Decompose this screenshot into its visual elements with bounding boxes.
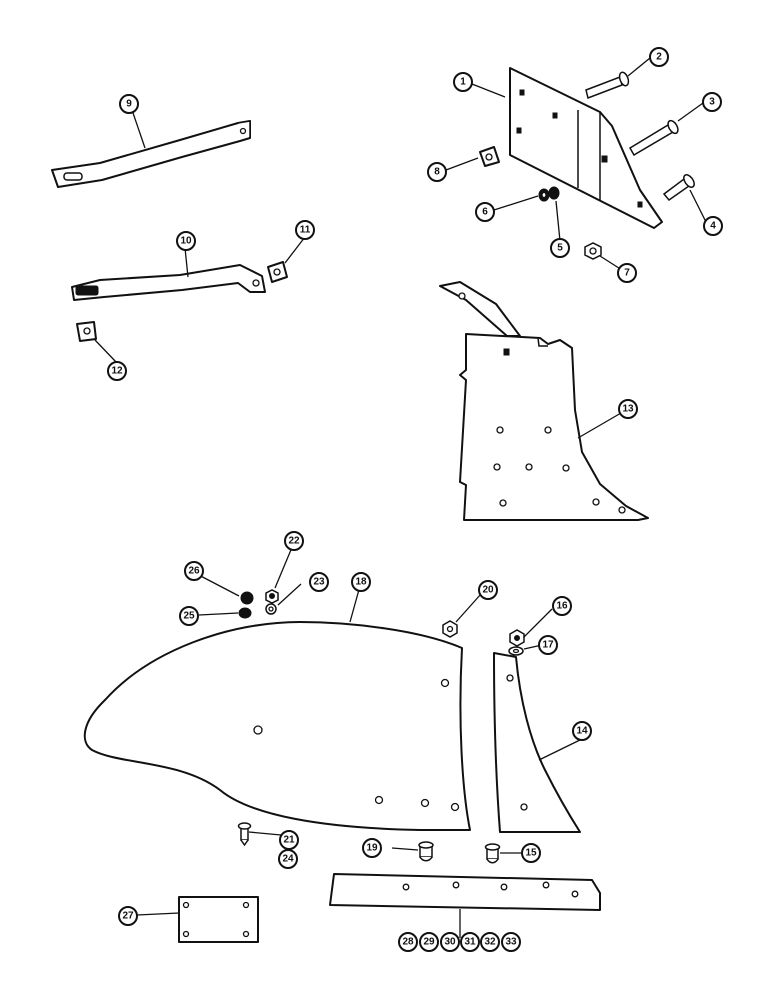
svg-text:18: 18	[355, 577, 367, 588]
svg-text:9: 9	[126, 99, 132, 110]
callout-27: 27	[118, 906, 138, 926]
part-17-washer	[508, 646, 524, 656]
part-21-bolt	[237, 822, 252, 847]
part-7-hex-nut	[584, 242, 602, 260]
callout-16: 16	[552, 596, 572, 616]
svg-text:23: 23	[313, 577, 325, 588]
part-2-bolt	[585, 71, 630, 100]
callout-3: 3	[702, 92, 722, 112]
svg-text:2: 2	[656, 52, 662, 63]
part-18-moldboard	[83, 621, 471, 831]
part-22-nut	[265, 589, 279, 604]
svg-text:3: 3	[709, 97, 715, 108]
part-23-washer	[265, 603, 277, 615]
svg-text:25: 25	[183, 611, 195, 622]
part-3-bolt	[628, 119, 679, 157]
part-1-plate	[509, 67, 663, 229]
svg-text:24: 24	[282, 854, 294, 865]
callout-32: 32	[480, 932, 500, 952]
svg-text:14: 14	[576, 726, 588, 737]
callout-30: 30	[440, 932, 460, 952]
callout-15: 15	[521, 843, 541, 863]
svg-text:8: 8	[434, 167, 440, 178]
svg-text:4: 4	[710, 221, 716, 232]
callout-24: 24	[278, 849, 298, 869]
callout-25: 25	[179, 606, 199, 626]
svg-text:32: 32	[484, 937, 496, 948]
callout-8: 8	[427, 162, 447, 182]
svg-text:29: 29	[423, 937, 435, 948]
svg-text:28: 28	[402, 937, 414, 948]
svg-text:12: 12	[111, 366, 123, 377]
svg-text:10: 10	[180, 236, 192, 247]
callout-4: 4	[703, 216, 723, 236]
callout-13: 13	[618, 399, 638, 419]
callout-12: 12	[107, 361, 127, 381]
callout-10: 10	[176, 231, 196, 251]
part-13-frog	[439, 281, 649, 521]
part-19-bolt	[418, 841, 434, 862]
svg-text:30: 30	[444, 937, 456, 948]
part-25-lock-washer	[238, 607, 252, 619]
part-8-square-nut	[479, 146, 500, 167]
part-4-bolt	[662, 174, 695, 202]
svg-text:6: 6	[482, 207, 488, 218]
callout-31: 31	[460, 932, 480, 952]
callout-19: 19	[362, 838, 382, 858]
part-26-nut	[240, 591, 254, 605]
part-16-nut	[509, 629, 525, 647]
part-6-lock-washer	[538, 188, 550, 202]
svg-text:21: 21	[283, 835, 295, 846]
part-12-square-nut	[76, 321, 97, 342]
part-11-square-nut	[267, 261, 288, 283]
callout-18: 18	[351, 572, 371, 592]
callout-29: 29	[419, 932, 439, 952]
callout-23: 23	[309, 572, 329, 592]
svg-text:16: 16	[556, 601, 568, 612]
part-28-33-share	[329, 873, 601, 911]
callout-1: 1	[453, 72, 473, 92]
svg-text:1: 1	[460, 77, 466, 88]
part-20-nut	[442, 620, 458, 638]
callout-6: 6	[475, 202, 495, 222]
callout-28: 28	[398, 932, 418, 952]
part-27-plate	[178, 896, 259, 943]
callout-7: 7	[617, 263, 637, 283]
callout-17: 17	[538, 635, 558, 655]
callout-2: 2	[649, 47, 669, 67]
part-14-shin	[493, 652, 581, 833]
part-10-brace	[71, 264, 266, 301]
svg-text:20: 20	[482, 585, 494, 596]
callout-14: 14	[572, 721, 592, 741]
callout-20: 20	[478, 580, 498, 600]
svg-text:19: 19	[366, 843, 378, 854]
svg-text:22: 22	[288, 536, 300, 547]
callout-26: 26	[184, 561, 204, 581]
svg-text:15: 15	[525, 848, 537, 859]
callout-21: 21	[279, 830, 299, 850]
svg-text:7: 7	[624, 268, 630, 279]
svg-text:27: 27	[122, 911, 134, 922]
svg-text:11: 11	[300, 225, 311, 236]
leader-lines	[94, 57, 707, 938]
callout-33: 33	[501, 932, 521, 952]
callout-11: 11	[295, 220, 315, 240]
svg-text:17: 17	[542, 640, 554, 651]
callout-9: 9	[119, 94, 139, 114]
part-15-bolt	[484, 843, 501, 864]
svg-text:31: 31	[464, 937, 476, 948]
part-5-lock-washer	[548, 186, 560, 200]
svg-text:13: 13	[622, 404, 634, 415]
svg-text:26: 26	[188, 566, 200, 577]
callout-5: 5	[550, 238, 570, 258]
part-9-brace	[51, 120, 251, 188]
svg-text:33: 33	[505, 937, 517, 948]
svg-text:5: 5	[557, 243, 563, 254]
callout-22: 22	[284, 531, 304, 551]
